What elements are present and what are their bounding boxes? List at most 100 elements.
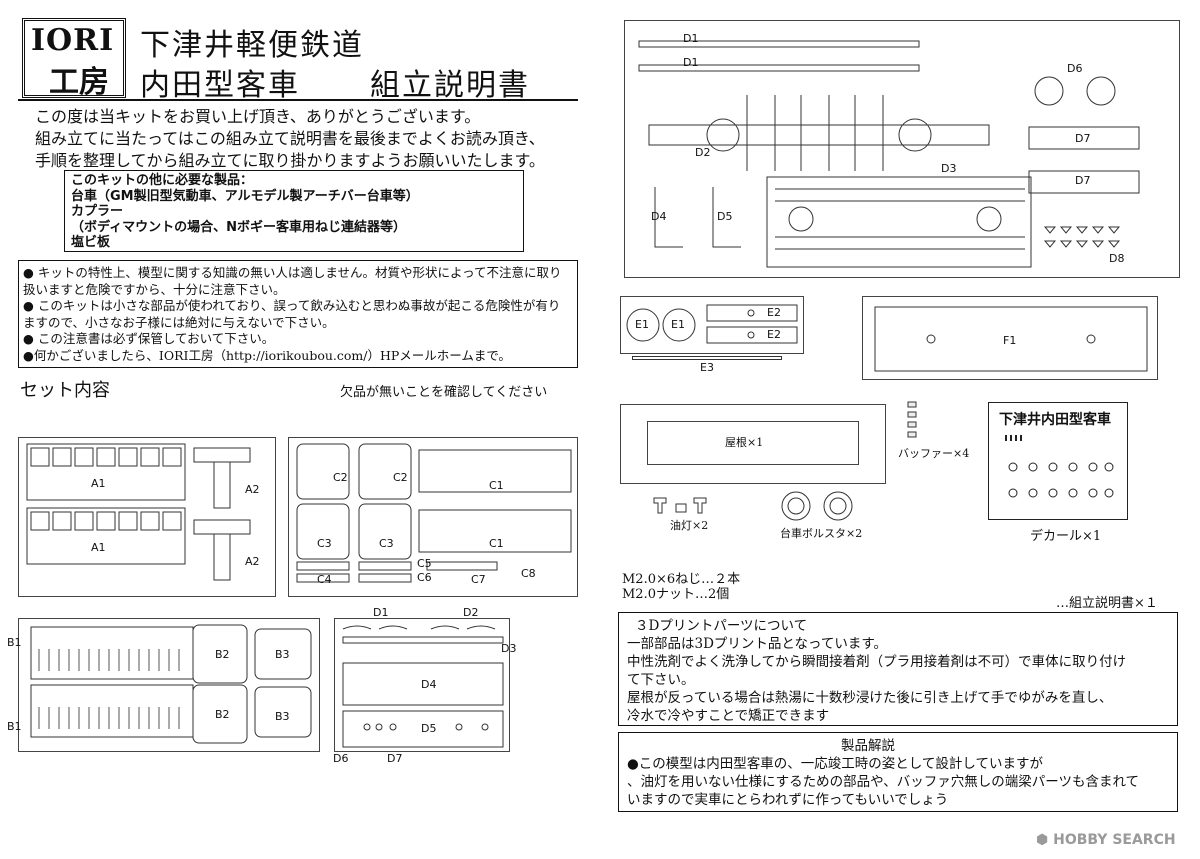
part-label-c1: C1 [489,479,504,492]
required-products-box: このキットの他に必要な製品： 台車（GM製旧型気動車、アルモデル製アーチバー台車… [64,170,524,252]
sprue-c-drawing [296,443,572,583]
required-item: 台車（GM製旧型気動車、アルモデル製アーチバー台車等） [71,188,419,204]
title-line2: 内田型客車 [140,68,300,103]
decal-marks [1005,435,1114,498]
part-label-f1: F1 [1003,334,1017,347]
roof-part: 屋根×1 [620,404,886,484]
bolster-drawing [781,491,853,521]
required-heading: このキットの他に必要な製品： [71,173,254,188]
header-rule [18,99,578,101]
part-label-d1: D1 [683,32,699,45]
logo-line2: 工房 [49,65,109,100]
print3d-line: 屋根が反っている場合は熱湯に十数秒浸けた後に引き上げて手でゆがみを直し、 [627,690,1113,706]
decal-sheet: 下津井内田型客車 [988,402,1128,520]
print3d-title: ３Dプリントパーツについて [635,618,808,634]
roof-label: 屋根×1 [725,436,764,449]
part-label-c1: C1 [489,537,504,550]
lamp-label: 油灯×2 [670,519,709,532]
commentary-title: 製品解説 [841,738,895,754]
part-e3-bar [632,356,782,360]
part-label-c6: C6 [417,571,432,584]
part-label-b3: B3 [275,710,290,723]
part-label-c2: C2 [393,471,408,484]
print3d-box: ３Dプリントパーツについて 一部部品は3Dプリント品となっています。 中性洗剤で… [618,612,1178,726]
commentary-box: 製品解説 ●この模型は内田型客車の、一応竣工時の姿として設計していますが 、油灯… [618,732,1178,812]
sprue-a: A1 A1 A2 A2 [18,437,276,597]
part-label-b2: B2 [215,648,230,661]
sprue-e: E1 E1 E2 E2 [620,296,804,354]
required-item: 塩ビ板 [71,235,111,250]
sprue-b-drawing [30,624,312,744]
warning-line: ● このキットは小さな部品が使われており、誤って飲み込むと思わぬ事故が起こる危険… [23,298,561,313]
roof-inner [647,421,859,465]
part-label-b1: B1 [7,720,22,733]
nuts-text: M2.0ナット…2個 [622,587,730,602]
part-label-a1: A1 [91,541,106,554]
part-label-c3: C3 [379,537,394,550]
part-label-d7: D7 [387,752,403,765]
part-label-a1: A1 [91,477,106,490]
decal-title: 下津井内田型客車 [999,412,1111,428]
part-label-e1: E1 [671,318,685,331]
part-label-c4: C4 [317,573,332,586]
part-label-d2: D2 [463,606,479,619]
part-label-e2: E2 [767,328,781,341]
title-line3: 組立説明書 [370,68,530,103]
intro-line: この度は当キットをお買い上げ頂き、ありがとうございます。 [35,107,481,126]
sprue-d-small: D1 D2 D3 D4 D5 D6 D7 [333,607,516,765]
commentary-line: ●この模型は内田型客車の、一応竣工時の姿として設計していますが [627,756,1043,772]
part-label-c3: C3 [317,537,332,550]
watermark-text: HOBBY SEARCH [1053,832,1176,848]
part-label-b1: B1 [7,636,22,649]
title-line1: 下津井軽便鉄道 [140,28,364,63]
commentary-line: いますので実車にとらわれずに作ってもいいでしょう [627,792,949,808]
intro-line: 手順を整理してから組み立てに取り掛かりますようお願いいたします。 [35,151,545,170]
part-label-e1: E1 [635,318,649,331]
part-label-a2: A2 [245,483,260,496]
part-label-d6: D6 [1067,62,1083,75]
screws-text: M2.0×6ねじ…２本 [622,572,741,587]
warning-line: 扱いますと危険ですから、十分に注意下さい。 [23,281,286,297]
sprue-f: F1 [862,296,1158,380]
part-label-d1: D1 [373,606,389,619]
part-label-d3: D3 [941,162,957,175]
print3d-line: 一部部品は3Dプリント品となっています。 [627,636,887,652]
print3d-line: て下さい。 [627,672,695,688]
required-item: カプラー [71,204,124,219]
required-item: （ボディマウントの場合、Nボギー客車用ねじ連結器等） [71,219,406,235]
watermark: ⬢ HOBBY SEARCH [1036,832,1176,848]
bolster-label: 台車ボルスタ×2 [780,527,863,540]
contents-note: 欠品が無いことを確認してください [340,385,548,400]
watermark-icon: ⬢ [1036,832,1049,848]
sprue-e-drawing [626,304,798,344]
part-label-d5: D5 [421,722,437,735]
part-label-e2: E2 [767,306,781,319]
print3d-line: 中性洗剤でよく洗浄してから瞬間接着剤（プラ用接着剤は不可）で車体に取り付け [627,654,1127,670]
sprue-d-large-drawing [638,40,1140,268]
part-label-d5: D5 [717,210,733,223]
warning-line: ● この注意書は必ず保管しておいて下さい。 [23,331,275,346]
part-label-c7: C7 [471,573,486,586]
part-label-d2: D2 [695,146,711,159]
sprue-b: B1 B1 B2 B2 B3 B3 [7,618,320,752]
buffer-drawing [907,401,917,438]
part-label-d6: D6 [333,752,349,765]
sprue-d-small-drawing [342,625,504,748]
warning-line: ますので、小さなお子様には絶対に与えないで下さい。 [23,314,335,330]
part-label-c8: C8 [521,567,536,580]
intro-line: 組み立てに当たってはこの組み立て説明書を最後までよくお読み頂き、 [35,129,545,148]
commentary-line: 、油灯を用いない仕様にするための部品や、バッファ穴無しの端梁パーツも含まれて [627,774,1140,790]
warning-line: ● キットの特性上、模型に関する知識の無い人は適しません。材質や形状によって不注… [23,265,562,280]
print3d-line: 冷水で冷やすことで矯正できます [627,708,830,724]
part-label-d7: D7 [1075,174,1091,187]
sprue-c: C2 C2 C1 C3 C3 C1 C4 C5 C6 C7 C8 [288,437,578,597]
contents-heading: セット内容 [20,380,110,401]
part-label-b2: B2 [215,708,230,721]
part-label-a2: A2 [245,555,260,568]
part-label-d8: D8 [1109,252,1125,265]
manual-text: …組立説明書×１ [1056,596,1158,611]
sprue-d-large: D1 D1 D2 D3 D4 D5 D6 D7 D7 D8 [624,20,1180,278]
decal-label: デカール×1 [1030,529,1102,544]
buffer-label: バッファー×4 [898,447,970,460]
iori-logo: IORI 工房 [22,18,126,100]
